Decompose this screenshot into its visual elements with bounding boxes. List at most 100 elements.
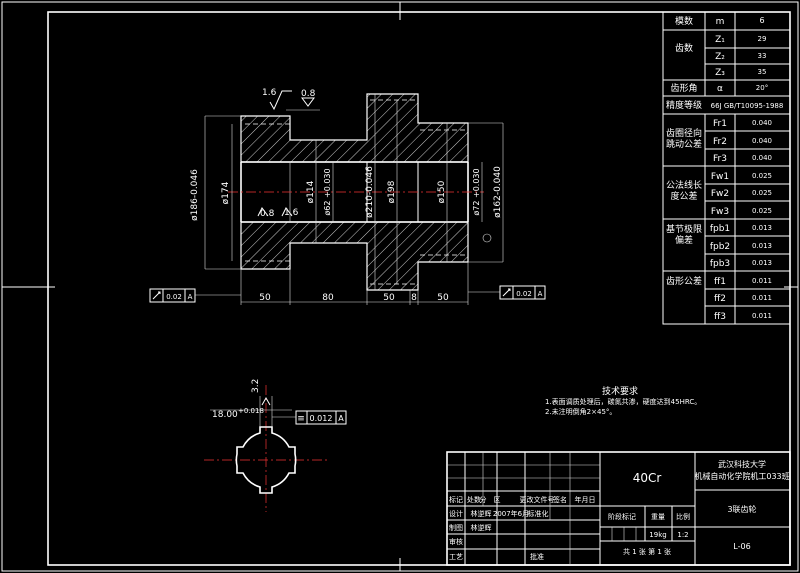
sheet-count: 共 1 张 第 1 张: [623, 547, 671, 556]
profile-value-3: 0.011: [752, 312, 772, 320]
module-value: 6: [759, 16, 764, 25]
runout-tolerance-right: 0.02 A: [468, 285, 546, 300]
profile-value-1: 0.011: [752, 277, 772, 285]
count-label: 处数: [467, 495, 481, 504]
base-pitch-label-2: 偏差: [675, 234, 693, 246]
design-label: 设计: [449, 509, 463, 518]
drawer: 林逆辉: [471, 523, 492, 532]
tol-left-datum: A: [188, 293, 193, 301]
radial-runout-symbol-3: Fr3: [713, 154, 727, 164]
spline-height-dim: 3.2: [251, 379, 261, 393]
weight-label: 重量: [651, 513, 665, 521]
symmetry-symbol: ≡: [297, 414, 305, 424]
scale-value: 1:2: [677, 531, 688, 539]
radial-runout-value-2: 0.040: [752, 137, 772, 145]
mark-label: 标记: [449, 495, 463, 504]
length-8: 8: [411, 293, 417, 303]
normal-length-symbol-2: Fw2: [711, 189, 729, 199]
dim-174: ø174: [221, 181, 231, 204]
technical-requirements: 技术要求 1.表面调质处理后，碳氮共渗，硬度达到45HRC。 2.未注明倒角2×…: [545, 385, 701, 416]
process-label: 工艺: [449, 553, 463, 561]
normal-length-symbol-3: Fw3: [711, 207, 729, 217]
profile-symbol-2: ff2: [714, 294, 726, 304]
radial-runout-label-1: 齿圈径向: [666, 127, 702, 139]
accuracy-label: 精度等级: [666, 99, 702, 111]
teeth-symbol-1: Z₁: [715, 35, 725, 45]
stage-label: 阶段标记: [608, 512, 636, 521]
dim-186: ø186-0.046: [190, 169, 200, 221]
teeth-symbol-3: Z₃: [715, 68, 725, 78]
teeth-label: 齿数: [675, 42, 693, 54]
runout-tolerance-left: 0.02 A: [149, 288, 241, 303]
zone-label: 分 区: [480, 495, 501, 504]
base-pitch-symbol-2: fpb2: [710, 242, 730, 252]
dim-162: ø162-0.040: [493, 166, 503, 218]
sign-label: 签名: [553, 495, 567, 504]
design-date: 2007年6月: [493, 509, 529, 518]
base-pitch-symbol-1: fpb1: [710, 224, 730, 234]
pressure-angle-symbol: α: [717, 84, 723, 94]
roughness-4: 1.6: [284, 208, 299, 218]
dim-114: ø114: [306, 180, 316, 203]
tol-right-value: 0.02: [516, 290, 532, 298]
lower-section-hatch: [240, 221, 469, 291]
base-pitch-value-2: 0.013: [752, 242, 772, 250]
normal-length-symbol-1: Fw1: [711, 172, 729, 182]
radial-runout-value-3: 0.040: [752, 154, 772, 162]
base-pitch-label-1: 基节极限: [666, 223, 702, 235]
radial-runout-value-1: 0.040: [752, 119, 772, 127]
dim-72: ø72 +0.030: [472, 168, 481, 215]
part-name: 3联齿轮: [727, 504, 756, 514]
approve-label: 批准: [530, 552, 544, 561]
spline-view: 18.00 +0.018 3.2 ≡ 0.012 A: [204, 379, 347, 512]
profile-label: 齿形公差: [666, 275, 702, 287]
tol-left-value: 0.02: [166, 293, 182, 301]
draw-label: 制图: [449, 523, 463, 532]
radial-runout-label-2: 跳动公差: [666, 138, 702, 150]
notes-line-1: 1.表面调质处理后，碳氮共渗，硬度达到45HRC。: [545, 397, 701, 406]
teeth-value-1: 29: [758, 35, 767, 43]
notes-title: 技术要求: [602, 385, 638, 397]
roughness-3: 0.8: [260, 209, 275, 219]
teeth-symbol-2: Z₂: [715, 52, 725, 62]
teeth-value-2: 33: [758, 52, 767, 60]
spline-width-dim: 18.00: [212, 410, 238, 420]
designer: 林逆辉: [471, 509, 492, 518]
base-pitch-symbol-3: fpb3: [710, 259, 730, 269]
length-50b: 50: [383, 293, 395, 303]
pressure-angle-label: 齿形角: [670, 82, 697, 94]
weight-value: 19kg: [649, 531, 666, 539]
pressure-angle-value: 20°: [756, 84, 768, 92]
tol-right-datum: A: [538, 290, 543, 298]
spline-width-tol: +0.018: [238, 407, 264, 415]
date-label: 年月日: [575, 495, 596, 504]
school-line-2: 机械自动化学院机工033班: [694, 471, 789, 481]
spline-tol-value: 0.012: [310, 414, 333, 423]
base-pitch-value-1: 0.013: [752, 224, 772, 232]
roughness-2: 0.8: [301, 89, 316, 99]
length-50c: 50: [437, 293, 449, 303]
check-label: 审核: [449, 537, 463, 546]
normal-length-label-1: 公法线长: [666, 179, 702, 191]
profile-symbol-1: ff1: [714, 277, 726, 287]
std-label: 标准化: [528, 509, 549, 518]
normal-length-value-3: 0.025: [752, 207, 772, 215]
roughness-1: 1.6: [262, 88, 277, 98]
normal-length-value-2: 0.025: [752, 189, 772, 197]
length-80: 80: [322, 293, 334, 303]
material: 40Cr: [633, 471, 662, 485]
drawing-number: L-06: [733, 542, 750, 551]
upper-section-hatch: [240, 93, 469, 163]
normal-length-label-2: 度公差: [670, 190, 697, 202]
gear-section-view: ø186-0.046 ø174 ø114 ø62 +0.030 ø210-0.0…: [149, 88, 546, 305]
radial-runout-symbol-2: Fr2: [713, 137, 727, 147]
dim-210: ø210-0.046: [365, 166, 375, 218]
spline-tol-datum: A: [338, 414, 344, 423]
profile-symbol-3: ff3: [714, 312, 726, 322]
length-50a: 50: [259, 293, 271, 303]
title-block: 40Cr 武汉科技大学 机械自动化学院机工033班 3联齿轮 L-06 标记 处…: [446, 451, 791, 566]
doc-label: 更改文件号: [520, 495, 555, 504]
dim-198: ø198: [387, 180, 397, 203]
accuracy-value: 66J GB/T10095-1988: [711, 102, 784, 110]
